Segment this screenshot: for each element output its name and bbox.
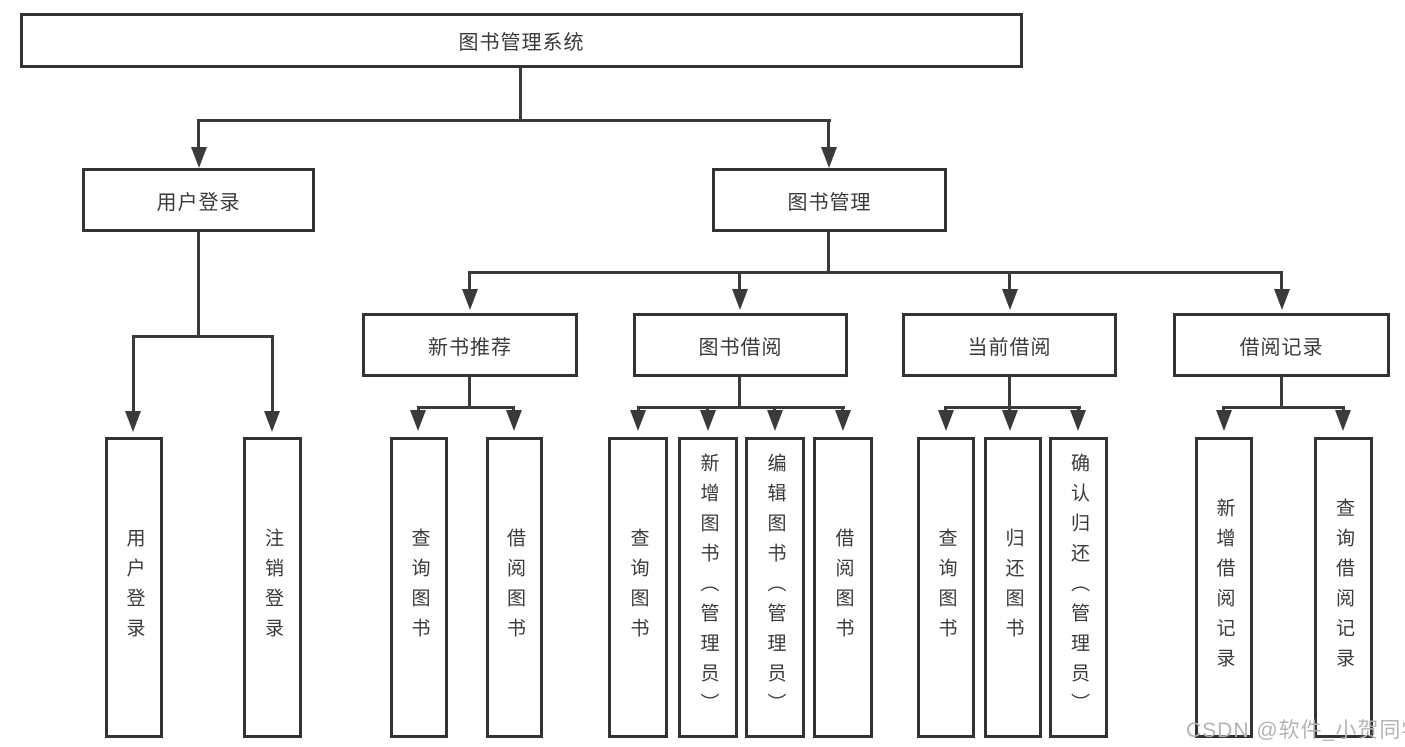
arrowhead-down-icon [506,410,522,431]
leaf-label: 确认归还（管理员） [1068,452,1089,723]
leaf-label: 编辑图书（管理员） [764,452,786,723]
leaf-label: 查询图书 [627,527,649,648]
node-borrowing-records: 借阅记录 [1173,313,1390,377]
connector-splitter [132,335,274,338]
leaf-label: 新增借阅记录 [1213,497,1235,678]
connector-splitter [637,406,845,409]
node-user-login: 用户登录 [82,168,315,232]
leaf-label: 注销登录 [262,527,283,648]
leaf-logout: 注销登录 [243,437,302,738]
arrowhead-down-icon [1002,410,1018,431]
node-book-management: 图书管理 [712,168,947,232]
arrowhead-down-icon [410,410,426,431]
leaf-user-login: 用户登录 [105,437,163,738]
node-book-borrowing: 图书借阅 [633,313,848,377]
leaf-label: 新增图书（管理员） [697,452,719,723]
leaf-query-books-borrowing: 查询图书 [608,437,668,738]
arrowhead-down-icon [938,410,954,431]
connector-drop [1280,271,1283,293]
arrowhead-down-icon [462,289,478,310]
connector-drop [271,335,274,411]
leaf-return-book: 归还图书 [984,437,1042,738]
leaf-query-borrow-record: 查询借阅记录 [1314,437,1373,738]
connector-root-stem [519,68,522,122]
leaf-label: 查询借阅记录 [1333,497,1354,678]
connector-stem [738,377,741,409]
arrowhead-down-icon [1216,410,1232,431]
arrowhead-down-icon [821,147,837,168]
leaf-label: 借阅图书 [504,527,525,648]
leaf-label: 查询图书 [408,527,430,648]
connector-root-splitter [197,119,831,122]
connector-stem [1008,377,1011,409]
leaf-label: 查询图书 [935,527,957,648]
leaf-edit-book-admin: 编辑图书（管理员） [745,437,805,738]
leaf-borrow-books-recommend: 借阅图书 [486,437,543,738]
leaf-confirm-return-admin: 确认归还（管理员） [1049,437,1108,738]
connector-stem [468,377,471,409]
arrowhead-down-icon [1274,289,1290,310]
connector-stem [197,232,200,338]
leaf-query-books-recommend: 查询图书 [390,437,448,738]
node-new-book-recommendation: 新书推荐 [362,313,578,377]
arrowhead-down-icon [1335,410,1351,431]
connector-drop [738,271,741,293]
connector-drop [1008,271,1011,293]
connector-drop [132,335,135,411]
arrowhead-down-icon [1002,289,1018,310]
node-current-borrowing: 当前借阅 [902,313,1117,377]
leaf-label: 用户登录 [123,527,145,648]
node-library-management-system: 图书管理系统 [20,13,1023,68]
csdn-watermark: CSDN @软件_小贺同学 [1186,719,1405,742]
arrowhead-down-icon [732,289,748,310]
arrowhead-down-icon [835,410,851,431]
connector-splitter [417,406,515,409]
arrowhead-down-icon [191,147,207,168]
arrowhead-down-icon [700,410,716,431]
connector-splitter [468,271,1283,274]
leaf-query-books-current: 查询图书 [917,437,975,738]
arrowhead-down-icon [630,410,646,431]
connector-drop [197,119,200,152]
leaf-borrow-books-borrowing: 借阅图书 [813,437,873,738]
arrowhead-down-icon [767,410,783,431]
leaf-label: 借阅图书 [832,527,854,648]
arrowhead-down-icon [264,411,280,432]
connector-drop [827,119,830,152]
connector-splitter [1222,406,1345,409]
arrowhead-down-icon [1070,410,1086,431]
connector-splitter [944,406,1081,409]
leaf-add-borrow-record: 新增借阅记录 [1195,437,1253,738]
arrowhead-down-icon [125,411,141,432]
leaf-add-book-admin: 新增图书（管理员） [678,437,738,738]
connector-drop [468,271,471,293]
connector-stem [1280,377,1283,409]
leaf-label: 归还图书 [1002,527,1024,648]
connector-stem [827,232,830,274]
